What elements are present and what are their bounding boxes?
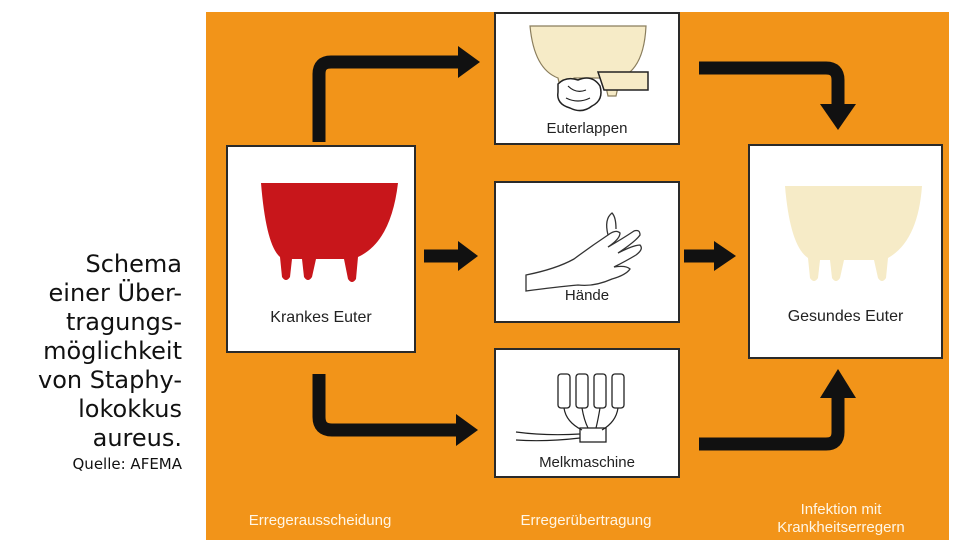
source-credit: Quelle: AFEMA [0, 453, 182, 475]
caption-line: tragungs- [0, 308, 182, 337]
arrow-machine-to-healthy [699, 394, 838, 444]
milking-machine-label: Melkmaschine [496, 454, 678, 471]
udder-cloth-label: Euterlappen [496, 120, 678, 137]
caption-line: aureus. [0, 424, 182, 453]
hands-label: Hände [496, 287, 678, 304]
diagram-panel: Krankes Euter Euterlappen Hände [206, 12, 949, 540]
healthy-udder-label: Gesundes Euter [750, 308, 941, 326]
arrow-cloth-to-healthy [699, 68, 838, 107]
arrowhead-hands [458, 241, 478, 271]
arrowhead-healthy-middle [714, 241, 736, 271]
healthy-udder-box: Gesundes Euter [748, 144, 943, 359]
caption-line: von Staphy- [0, 366, 182, 395]
udder-cloth-box: Euterlappen [494, 12, 680, 145]
milking-machine-box: Melkmaschine [494, 348, 680, 478]
stage-transmission-label: Erregerübertragung [486, 512, 686, 530]
arrow-sick-to-machine [319, 374, 458, 430]
arrowhead-machine [456, 414, 478, 446]
caption-line: lokokkus [0, 395, 182, 424]
stage-excretion-label: Erregerausscheidung [220, 512, 420, 530]
sick-udder-box: Krankes Euter [226, 145, 416, 353]
caption: Schema einer Über- tragungs- möglichkeit… [0, 250, 182, 475]
arrowhead-healthy-bottom [820, 369, 856, 398]
hands-box: Hände [494, 181, 680, 323]
caption-line: Schema [0, 250, 182, 279]
arrow-sick-to-cloth [319, 62, 461, 142]
caption-line: möglichkeit [0, 337, 182, 366]
arrowhead-cloth [458, 46, 480, 78]
caption-line: einer Über- [0, 279, 182, 308]
stage-infection-label: Infektion mit Krankheitserregern [766, 501, 916, 537]
sick-udder-label: Krankes Euter [228, 309, 414, 327]
arrowhead-healthy-top [820, 104, 856, 130]
